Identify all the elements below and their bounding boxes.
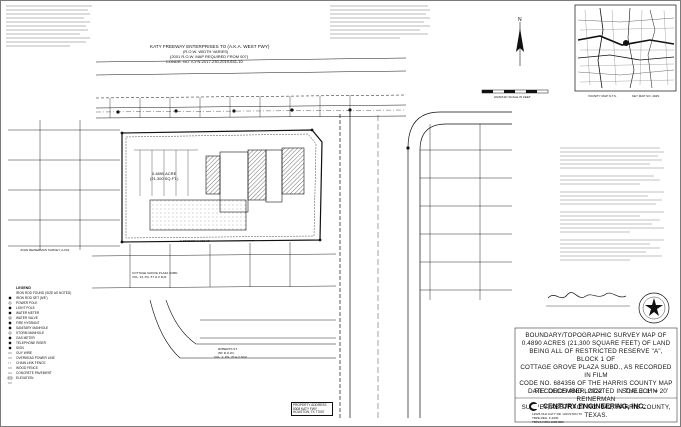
legend-item: IRON ROD SET (5/8") xyxy=(16,296,48,300)
address-line-3: HOUSTON, TX 77007 xyxy=(293,410,325,415)
footer-line-1: 12525 OLD KATY RD. HOUSTON TX xyxy=(532,412,583,416)
vicinity-map xyxy=(574,4,677,92)
legend-item: TELEPHONE RISER xyxy=(16,341,46,345)
legend-item: WOOD FENCE xyxy=(16,366,38,370)
firm-name: CENTURY ENGINEERING, INC. xyxy=(542,403,646,411)
utility-markers xyxy=(116,108,410,244)
legend-item: OVERHEAD POWER LINE xyxy=(16,356,55,360)
title-line: RECORDS AND LOCATED IN THE JOHN REINERMA… xyxy=(534,388,658,403)
legend-item: GAS METER xyxy=(16,336,35,340)
legend-item: IRON ROD FOUND (SIZE AS NOTED) xyxy=(16,291,72,295)
title-line: TEXAS. xyxy=(584,412,608,419)
legend-item: FIRE HYDRANT xyxy=(16,321,40,325)
john-survey-label: JOHN REINERMAN SURVEY, A-642 xyxy=(20,248,70,252)
legend: LEGEND IRON ROD FOUND (SIZE AS NOTED)IRO… xyxy=(6,286,71,381)
legend-list: IRON ROD FOUND (SIZE AS NOTED)IRON ROD S… xyxy=(16,291,71,381)
title-line: COTTAGE GROVE PLAZA SUBD., AS RECORDED I… xyxy=(520,364,672,379)
tract-sqft-label: (21,300 SQ.FT.) xyxy=(150,176,179,181)
vicinity-map-label: VICINITY MAP N.T.S. xyxy=(588,94,617,98)
graphic-scale-label: GRAPHIC SCALE IN FEET xyxy=(494,95,531,99)
legend-item: CHAIN LINK FENCE xyxy=(16,361,46,365)
right-notes xyxy=(560,147,664,261)
tract-boundary xyxy=(121,129,323,243)
title-line: BOUNDARY/TOPOGRAPHIC SURVEY MAP OF xyxy=(525,332,667,339)
legend-item: CONCRETE PAVEMENT xyxy=(16,371,52,375)
buildings xyxy=(149,147,305,231)
katy-row-width: (R.O.W. WIDTH VARIES) xyxy=(183,49,229,54)
cottage-grove-label: COTTAGE GROVE PLAZA SUBD. xyxy=(132,271,179,275)
general-notes-block xyxy=(6,5,92,47)
title-line: 0.4890 ACRES (21,300 SQUARE FEET) OF LAN… xyxy=(521,340,671,347)
key-map-label: KEY MAP NO. 492S xyxy=(632,94,660,98)
legend-item: ELEVATION xyxy=(16,376,34,380)
legend-item: SANITARY MANHOLE xyxy=(16,326,49,330)
side-street xyxy=(339,111,512,418)
legend-symbols xyxy=(7,296,13,384)
graphic-scale-bar xyxy=(481,89,549,94)
katy-row-map: (2001 R.O.W. MAP REQUIRED FROM 007) xyxy=(170,54,249,59)
property-address-box: PROPERTY ADDRESS 5008 KATY FWY HOUSTON, … xyxy=(291,402,333,416)
south-lots xyxy=(91,242,337,339)
legend-item: STORM MANHOLE xyxy=(16,331,45,335)
south-bearing-label: S 87°55'39" W 200.00' xyxy=(180,239,210,243)
surveyor-signature xyxy=(546,292,630,307)
footer-line-2: TBPE REG. F-2000 xyxy=(532,416,559,420)
address-line-1: PROPERTY ADDRESS xyxy=(293,403,327,407)
roberts-st-label: ROBERTS ST. xyxy=(218,347,238,351)
freeway-ticks xyxy=(109,95,351,118)
legend-title: LEGEND xyxy=(16,286,31,290)
firm-logo-row: CENTURY ENGINEERING, INC. xyxy=(529,402,645,411)
survey-scale: SCALE: 1" = 20' xyxy=(622,388,668,395)
west-lots xyxy=(8,120,120,250)
north-arrow-icon: N xyxy=(516,17,524,66)
surveyor-seal xyxy=(638,292,670,324)
legend-item: WATER METER xyxy=(16,311,40,315)
survey-date: DATE: DECEMBER, 2022 xyxy=(528,388,603,395)
tract-area-label: 0.4890 ACRE xyxy=(152,171,177,176)
address-line-2: 5008 KATY FWY xyxy=(293,406,317,411)
benchmark-notes xyxy=(330,5,430,39)
parking-lines xyxy=(134,149,198,196)
freeway-row-lines xyxy=(95,57,407,119)
roberts-row-label: (50' R.O.W.) xyxy=(218,351,235,355)
title-line: CODE NO. 684356 OF THE HARRIS COUNTY MAP xyxy=(519,380,673,387)
film-code-label: VOL. 34, PG. 57 H.C.M.R. xyxy=(132,275,168,279)
svg-text:N: N xyxy=(518,17,522,23)
legend-item: GUY WIRE xyxy=(16,351,33,355)
roberts-vol-label: VOL. 2, PG. 70 H.C.M.R. xyxy=(214,355,248,359)
power-line xyxy=(95,109,407,113)
katy-freeway-label: KATY FREEWAY ENTERPRISES TO (A.K.A. WEST… xyxy=(150,44,270,49)
title-line: SURVEY, ABSTRACT NO. 642, HARRIS COUNTY, xyxy=(521,404,671,411)
century-logo-icon xyxy=(529,402,538,411)
katy-row-condr: CONDR. NO. ICFN-2017-230-2019-641-10 xyxy=(166,59,243,64)
roberts-street xyxy=(149,299,336,359)
right-lots xyxy=(420,124,512,300)
title-block-border xyxy=(514,327,678,423)
footer-line-3: TBPLS FIRM 10064800 xyxy=(532,420,564,424)
legend-item: SIGN xyxy=(16,346,24,350)
title-line: BEING ALL OF RESTRICTED RESERVE "A", BLO… xyxy=(529,348,663,363)
date-scale-row: DATE: DECEMBER, 2022 SCALE: 1" = 20' xyxy=(518,388,674,395)
legend-item: WATER VALVE xyxy=(16,316,38,320)
legend-item: LIGHT POLE xyxy=(16,306,35,310)
legend-item: POWER POLE xyxy=(16,301,38,305)
